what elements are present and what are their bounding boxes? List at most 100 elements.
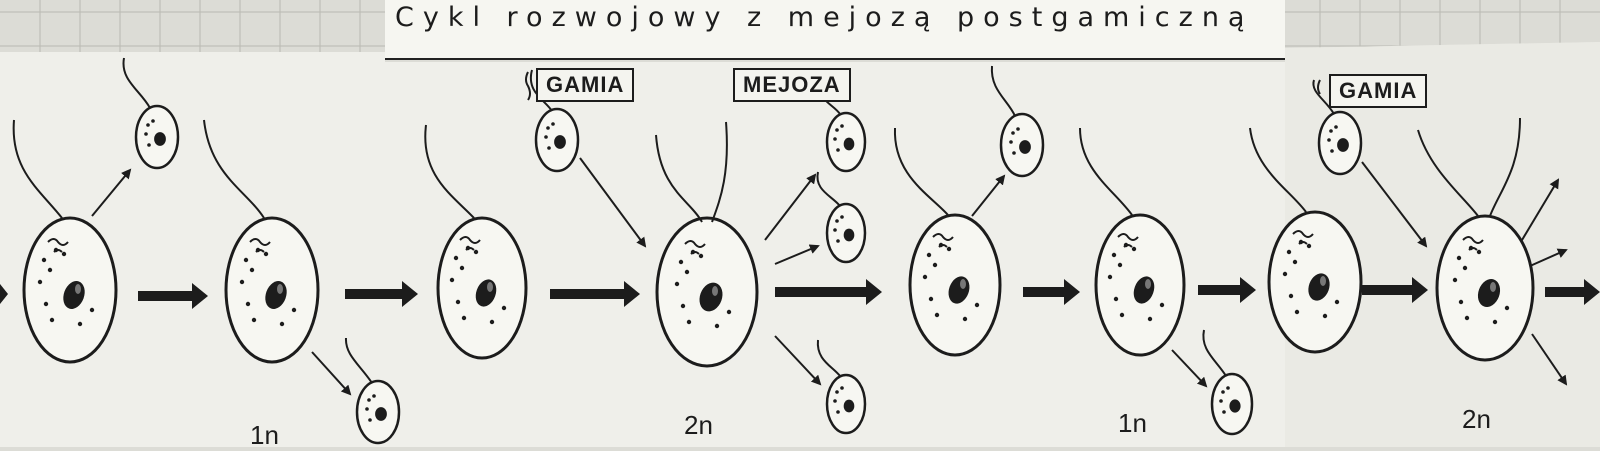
granule: [1119, 312, 1125, 318]
arrow-shaft: [1362, 285, 1414, 295]
flagellum: [1249, 127, 1307, 213]
granule: [1286, 249, 1292, 255]
granule: [551, 122, 555, 126]
arrow-shaft: [1023, 287, 1066, 297]
granule: [714, 323, 720, 329]
meiosis-arrow-5: [1529, 248, 1568, 267]
nucleus-highlight: [712, 286, 718, 296]
granule: [678, 259, 684, 265]
granule: [836, 148, 840, 152]
granule: [698, 253, 704, 259]
granule: [1322, 313, 1328, 319]
meiosis-arrow-6: [1531, 333, 1568, 386]
meiosis-arrow-1: [764, 173, 817, 241]
cells-layer: [0, 57, 1600, 445]
arrow-head: [192, 283, 208, 309]
organelle: [47, 238, 69, 246]
granule: [1334, 299, 1340, 305]
granule: [835, 219, 839, 223]
organelle: [938, 244, 948, 248]
granule: [1012, 151, 1016, 155]
flagellum: [1079, 127, 1133, 216]
granule: [47, 267, 53, 273]
stage-arrow-3: [550, 281, 640, 307]
granule: [546, 126, 550, 130]
granule: [1476, 249, 1482, 255]
gamete-top-2: [990, 65, 1045, 178]
granule: [291, 307, 297, 313]
granule: [251, 317, 257, 323]
granule: [684, 269, 690, 275]
granule: [1222, 410, 1226, 414]
organelle: [1462, 236, 1484, 244]
gamete-bottom-1: [344, 337, 401, 445]
gamete-bottom-2: [1202, 329, 1254, 436]
gamete-nucleus: [154, 132, 166, 146]
granule: [1016, 127, 1020, 131]
cell-2: [203, 119, 320, 364]
granule: [1131, 246, 1137, 252]
ploidy-label-3: 1n: [1118, 408, 1147, 438]
granule: [147, 143, 151, 147]
granule: [1492, 319, 1498, 325]
cell-4: [893, 127, 1002, 357]
gamete-nucleus: [554, 135, 566, 149]
granule: [473, 249, 479, 255]
granule: [1159, 302, 1165, 308]
granule: [962, 316, 968, 322]
flagellum: [122, 57, 151, 109]
nucleus-highlight: [277, 284, 283, 294]
flagellum: [893, 127, 949, 216]
granule: [144, 132, 148, 136]
flagellum: [990, 65, 1016, 117]
flagellum: [1312, 79, 1335, 115]
granule: [89, 307, 95, 313]
arrow-head: [402, 281, 418, 307]
release-arrow-4: [1171, 349, 1208, 388]
flagellum: [655, 121, 728, 223]
granule: [934, 312, 940, 318]
flagellum: [1417, 117, 1521, 217]
arrow-shaft: [550, 289, 626, 299]
organelle: [255, 249, 265, 253]
label-squiggle-1: [525, 71, 531, 101]
arrow-head: [1584, 279, 1600, 305]
granule: [1327, 138, 1331, 142]
cell-zygote-1: [655, 121, 759, 368]
organelle: [1292, 230, 1314, 238]
nucleus-highlight: [1145, 279, 1151, 289]
arrow-shaft: [1198, 285, 1242, 295]
granule: [1113, 296, 1119, 302]
flagellum: [203, 119, 265, 219]
gamete-nucleus: [1229, 399, 1241, 413]
gamete-incoming-2: [1312, 79, 1363, 176]
organelle: [684, 240, 706, 248]
granule: [932, 262, 938, 268]
granule: [840, 386, 844, 390]
granule: [1117, 262, 1123, 268]
organelle: [1468, 247, 1478, 251]
organelle: [53, 249, 63, 253]
granule: [1456, 255, 1462, 261]
granule: [928, 296, 934, 302]
arrow-head: [1412, 277, 1428, 303]
granule: [1107, 274, 1113, 280]
fusion-arrow-1: [579, 157, 647, 248]
granule: [501, 305, 507, 311]
label-mejoza: MEJOZA: [733, 68, 851, 102]
granule: [43, 301, 49, 307]
granule: [1221, 390, 1225, 394]
arrow-head: [624, 281, 640, 307]
granule: [544, 135, 548, 139]
ploidy-label-2: 2n: [684, 410, 713, 440]
granule: [146, 123, 150, 127]
granule: [836, 239, 840, 243]
stage-arrow-0: [0, 284, 8, 304]
granule: [926, 252, 932, 258]
gamete-nucleus: [1337, 138, 1349, 152]
organelle: [690, 251, 700, 255]
granule: [1329, 129, 1333, 133]
granule: [461, 315, 467, 321]
granule: [1306, 243, 1312, 249]
granule: [49, 317, 55, 323]
